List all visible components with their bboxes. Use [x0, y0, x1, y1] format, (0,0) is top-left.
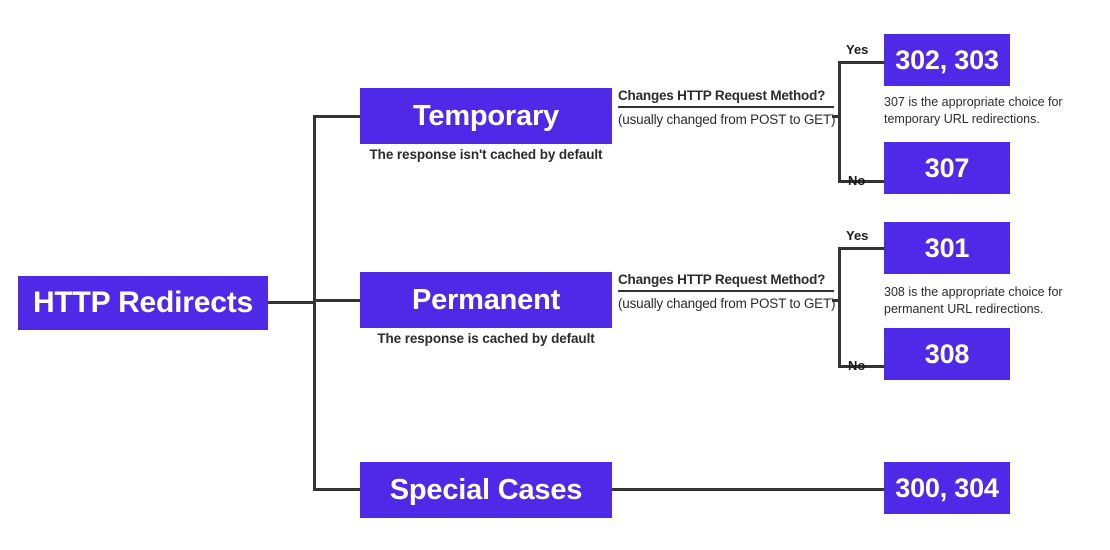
question-title-permanent: Changes HTTP Request Method? [618, 272, 826, 287]
connector-temporary-bracket [838, 61, 841, 183]
connector-temporary-yes [838, 61, 886, 64]
connector-trunk [313, 115, 316, 491]
node-permanent[interactable]: Permanent [360, 272, 612, 328]
connector-temporary-no [838, 180, 886, 183]
label-permanent-yes: Yes [846, 228, 869, 243]
caption-temporary: The response isn't cached by default [369, 147, 603, 162]
connector-special-to-code [612, 488, 885, 491]
node-code-301[interactable]: 301 [884, 222, 1010, 274]
connector-temporary-question-stem [832, 115, 841, 118]
label-temporary-yes: Yes [846, 42, 869, 57]
note-permanent: 308 is the appropriate choice for perman… [884, 285, 1063, 317]
question-temporary: Changes HTTP Request Method? (usually ch… [618, 88, 836, 127]
node-temporary[interactable]: Temporary [360, 88, 612, 144]
label-temporary-no: No [848, 173, 866, 188]
connector-permanent-yes [838, 247, 886, 250]
connector-permanent-bracket [838, 247, 841, 367]
label-permanent-no: No [848, 358, 866, 373]
question-subtitle-temporary: (usually changed from POST to GET) [618, 112, 836, 127]
node-code-307[interactable]: 307 [884, 142, 1010, 194]
connector-permanent-question-stem [832, 299, 841, 302]
connector-trunk-to-special [313, 488, 361, 491]
question-subtitle-permanent: (usually changed from POST to GET) [618, 296, 836, 311]
node-code-300-304[interactable]: 300, 304 [884, 462, 1010, 514]
note-temporary: 307 is the appropriate choice for tempor… [884, 95, 1063, 127]
question-divider-temporary [618, 106, 834, 108]
node-code-302-303[interactable]: 302, 303 [884, 34, 1010, 86]
question-permanent: Changes HTTP Request Method? (usually ch… [618, 272, 836, 311]
connector-permanent-no [838, 365, 886, 368]
node-code-308[interactable]: 308 [884, 328, 1010, 380]
question-divider-permanent [618, 290, 834, 292]
node-http-redirects[interactable]: HTTP Redirects [18, 276, 268, 330]
connector-root-stem [268, 301, 315, 304]
connector-trunk-to-temporary [313, 115, 361, 118]
connector-trunk-to-permanent [313, 299, 361, 302]
caption-permanent: The response is cached by default [377, 331, 595, 346]
question-title-temporary: Changes HTTP Request Method? [618, 88, 826, 103]
node-special-cases[interactable]: Special Cases [360, 462, 612, 518]
